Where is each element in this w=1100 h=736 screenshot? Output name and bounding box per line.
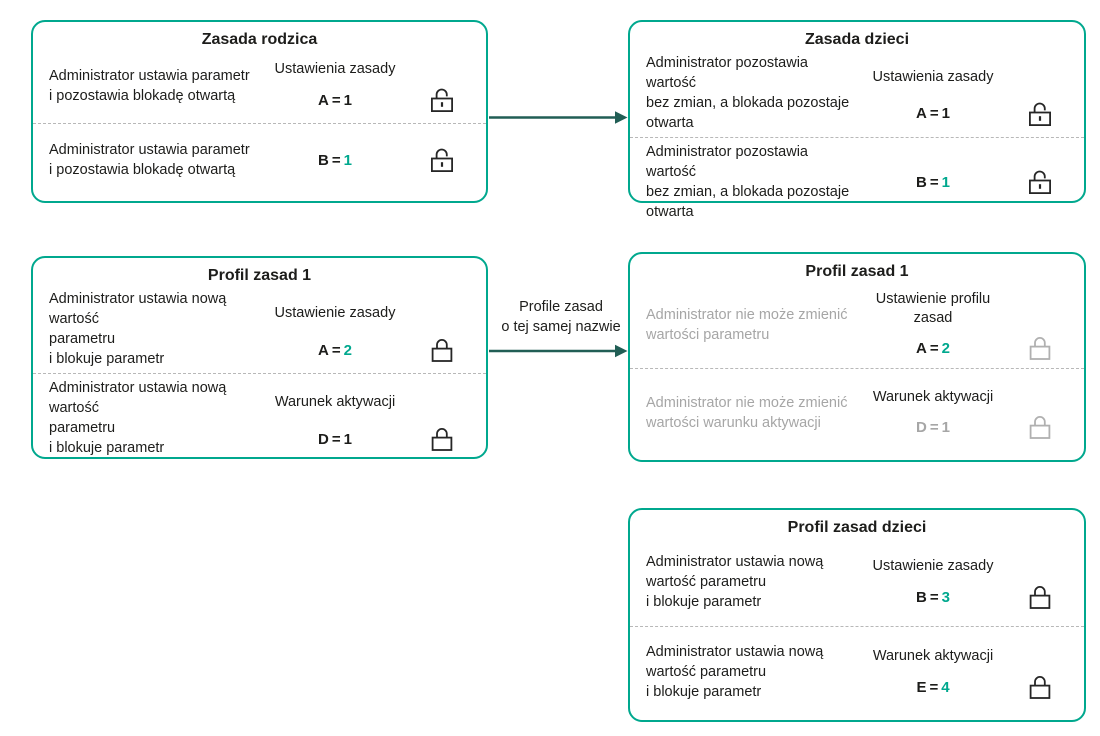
- closed-lock-icon: [431, 338, 453, 363]
- closed-lock-disabled-icon: [1029, 415, 1051, 440]
- column-header: Ustawienie zasady: [274, 305, 396, 321]
- column-header: Ustawienie zasady: [872, 557, 994, 574]
- parameter-row: Administrator nie może zmienić wartości …: [630, 281, 1084, 368]
- parameter-value: A=1: [916, 105, 950, 123]
- parameter-value: A=2: [318, 341, 352, 359]
- open-lock-icon: [430, 147, 454, 173]
- open-lock-icon: [430, 87, 454, 113]
- box-title: Profil zasad 1: [805, 263, 909, 280]
- parameter-value: E=4: [916, 679, 950, 696]
- box-title: Zasada dzieci: [804, 31, 910, 48]
- box-title: Zasada rodzica: [201, 31, 318, 48]
- activation-rule-row: Administrator ustawia nową wartość param…: [33, 373, 486, 462]
- children-policy-profile-rows: Administrator ustawia nową wartość param…: [630, 537, 1084, 720]
- policy-profile-1-rows: Administrator ustawia nową wartość param…: [33, 285, 486, 466]
- column-header: Ustawienia zasady: [274, 61, 396, 78]
- parameter-value: B=1: [318, 151, 352, 169]
- parameter-value: D=1: [916, 418, 950, 436]
- policy-profile-1-box: Profil zasad 1 Administrator ustawia now…: [31, 256, 488, 459]
- row-description: Administrator ustawia parametr i pozosta…: [49, 142, 250, 179]
- box-title: Profil zasad 1: [207, 267, 312, 284]
- row-description: Administrator ustawia parametr i pozosta…: [49, 67, 250, 104]
- activation-rule-row: Administrator ustawia nową wartość param…: [630, 626, 1084, 716]
- row-description: Administrator ustawia nową wartość param…: [646, 643, 824, 700]
- parameter-row: Administrator pozostawia wartość bez zmi…: [630, 49, 1084, 137]
- arrow-policy-profile-to-children-profile: [489, 344, 628, 358]
- open-lock-icon: [1028, 101, 1052, 127]
- open-lock-icon: [1028, 169, 1052, 195]
- activation-rule-row: Administrator nie może zmienić wartości …: [630, 368, 1084, 456]
- closed-lock-icon: [431, 427, 453, 452]
- arrow-parent-policy-to-child-policy: [489, 111, 628, 124]
- closed-lock-disabled-icon: [1029, 336, 1051, 361]
- row-description: Administrator ustawia nową wartość param…: [49, 380, 227, 456]
- parameter-row: Administrator ustawia nową wartość param…: [630, 537, 1084, 626]
- parameter-value: B=3: [916, 589, 950, 606]
- box-title: Profil zasad dzieci: [787, 519, 927, 536]
- column-header: Warunek aktywacji: [872, 388, 994, 405]
- row-description: Administrator pozostawia wartość bez zmi…: [646, 55, 850, 131]
- policy-profile-1-children-rows: Administrator nie może zmienić wartości …: [630, 281, 1084, 460]
- arrow-label: Profile zasad o tej samej nazwie: [501, 299, 621, 335]
- parameter-row: Administrator ustawia nową wartość param…: [33, 285, 486, 373]
- column-header: Ustawienie profilu zasad: [875, 291, 991, 326]
- parameter-value: B=1: [916, 173, 950, 191]
- closed-lock-icon: [1029, 675, 1051, 700]
- row-description: Administrator pozostawia wartość bez zmi…: [646, 144, 850, 220]
- column-header: Warunek aktywacji: [274, 394, 396, 410]
- parameter-value: A=1: [318, 91, 352, 109]
- column-header: Warunek aktywacji: [872, 647, 994, 664]
- row-description: Administrator ustawia nową wartość param…: [49, 291, 227, 367]
- parameter-row: Administrator ustawia parametr i pozosta…: [33, 122, 486, 198]
- parameter-row: Administrator ustawia parametr i pozosta…: [33, 49, 486, 123]
- closed-lock-icon: [1029, 585, 1051, 610]
- policy-profile-1-children-box: Profil zasad 1 Administrator nie może zm…: [628, 252, 1086, 462]
- column-header: Ustawienia zasady: [872, 68, 994, 85]
- parameter-row: Administrator pozostawia wartość bez zmi…: [630, 137, 1084, 226]
- parent-policy-box: Zasada rodzica Administrator ustawia par…: [31, 20, 488, 203]
- row-description: Administrator nie może zmienić wartości …: [646, 306, 848, 343]
- children-policy-profile-box: Profil zasad dzieci Administrator ustawi…: [628, 508, 1086, 722]
- parameter-value: A=2: [916, 340, 950, 357]
- row-description: Administrator ustawia nową wartość param…: [646, 553, 824, 610]
- child-policy-rows: Administrator pozostawia wartość bez zmi…: [630, 49, 1084, 230]
- parent-policy-rows: Administrator ustawia parametr i pozosta…: [33, 49, 486, 201]
- child-policy-box: Zasada dzieci Administrator pozostawia w…: [628, 20, 1086, 220]
- parameter-value: D=1: [318, 430, 352, 448]
- row-description: Administrator nie może zmienić wartości …: [646, 394, 848, 431]
